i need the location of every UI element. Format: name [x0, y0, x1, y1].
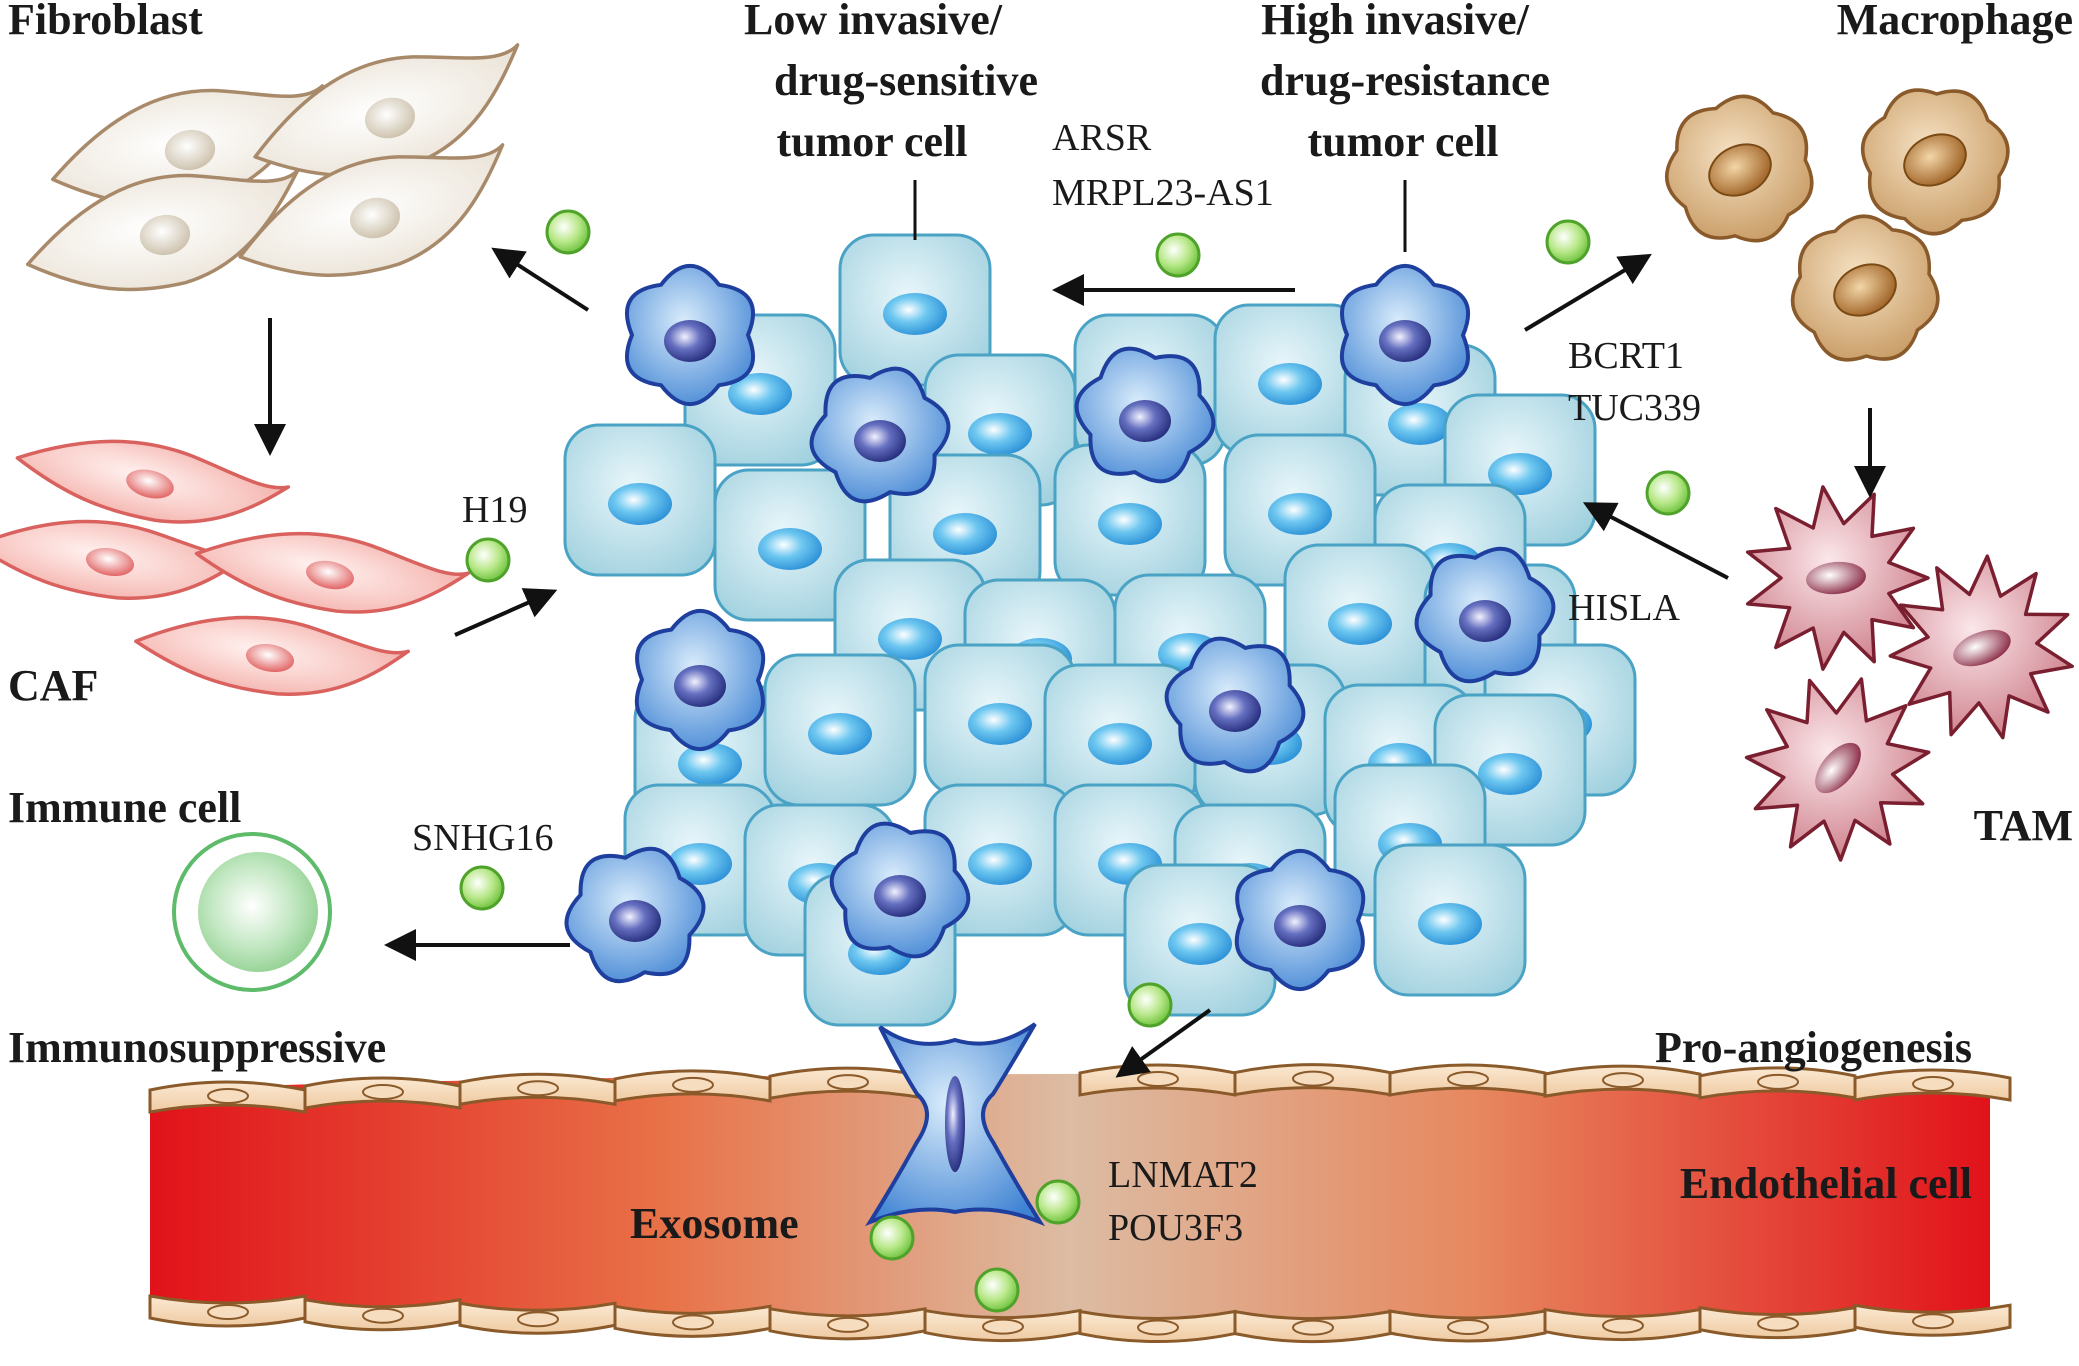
- pou3f3-label: POU3F3: [1108, 1207, 1243, 1249]
- endothelial-cell: [458, 1301, 617, 1335]
- caf-cell: [0, 519, 251, 600]
- tuc339-label: TUC339: [1568, 387, 1701, 429]
- endothelial-cell-label: Endothelial cell: [1680, 1159, 1972, 1208]
- exosome-particle: [1035, 1179, 1081, 1225]
- arrows: [254, 247, 1886, 1078]
- high-invasive-tumor-cell: [1234, 848, 1366, 992]
- exosome-particles: [459, 209, 1691, 1313]
- macrophage-cell: [1665, 94, 1814, 243]
- endothelial-cell: [1698, 1066, 1857, 1100]
- immune-cell-label: Immune cell: [8, 783, 241, 832]
- high-invasive-tumor-cell: [634, 608, 766, 752]
- macrophage-cell: [1861, 88, 2010, 236]
- low-invasive-line-3: tumor cell: [776, 117, 967, 166]
- endothelial-cell: [768, 1307, 927, 1341]
- macrophage-cells: [1665, 88, 2010, 362]
- immune-cell: [172, 832, 332, 992]
- exosome-particle: [1645, 470, 1691, 516]
- low-invasive-tumor-cell: [563, 423, 717, 577]
- pro-angiogenesis-label: Pro-angiogenesis: [1655, 1023, 1972, 1072]
- high-invasive-tumor-cell: [1414, 546, 1556, 684]
- low-invasive-line-2: drug-sensitive: [774, 56, 1038, 105]
- extravasating-tumor-cell: [865, 1022, 1045, 1227]
- lnmat2-label: LNMAT2: [1108, 1154, 1258, 1196]
- low-invasive-tumor-cell: [763, 653, 917, 807]
- mrpl23-as1-label: MRPL23-AS1: [1052, 172, 1274, 214]
- headings: Fibroblast CAF Immune cell Immunosuppres…: [8, 0, 2073, 1248]
- arrow-tumor-to-macrophage: [1523, 253, 1652, 332]
- tam-cell: [1888, 554, 2074, 740]
- arrow-tumor-to-vessel: [1115, 1008, 1212, 1078]
- exosome-particle: [459, 865, 505, 911]
- high-invasive-tumor-cell: [624, 263, 756, 407]
- snhg16-label: SNHG16: [412, 817, 553, 859]
- low-invasive-tumor-cell: [1373, 843, 1527, 997]
- endothelial-cell: [1853, 1303, 2012, 1337]
- high-invasive-tumor-cell: [829, 821, 971, 959]
- fibroblast-cells: [26, 43, 520, 292]
- tam-cells: [1744, 485, 2074, 862]
- caf-cell: [194, 531, 471, 614]
- low-invasive-tumor-cell: [1213, 303, 1367, 457]
- macrophage-cell: [1790, 214, 1940, 362]
- fibroblast-cell: [238, 143, 505, 278]
- exosome-particle: [545, 209, 591, 255]
- endothelial-cell: [303, 1297, 462, 1332]
- caf-cells: [0, 439, 471, 696]
- high-invasive-tumor-cell: [809, 366, 951, 504]
- exosome-particle: [465, 537, 511, 583]
- high-invasive-tumor-cell: [1164, 636, 1306, 774]
- low-invasive-tumor-cell: [713, 468, 867, 622]
- high-invasive-line-1: High invasive/: [1261, 0, 1529, 44]
- caf-cell: [15, 439, 291, 524]
- immunosuppressive-label: Immunosuppressive: [8, 1023, 386, 1072]
- endothelial-cell: [613, 1069, 772, 1103]
- high-invasive-tumor-cell: [1074, 346, 1216, 484]
- tumor-cell-cluster: [563, 233, 1637, 1027]
- high-invasive-line-2: drug-resistance: [1260, 56, 1550, 105]
- exosome-particle: [1545, 219, 1591, 265]
- exosome-particle: [1127, 982, 1173, 1028]
- high-invasive-tumor-cell: [564, 846, 706, 984]
- fibroblast-cell: [26, 169, 300, 292]
- exosome-particle: [974, 1267, 1020, 1313]
- endothelial-cell: [458, 1072, 617, 1107]
- fibroblast-label: Fibroblast: [8, 0, 203, 44]
- exosome-particle: [869, 1215, 915, 1261]
- arrow-tumor-to-fibroblast: [491, 247, 590, 312]
- exosome-label: Exosome: [630, 1199, 799, 1248]
- high-invasive-tumor-cell: [1339, 263, 1471, 407]
- tam-label: TAM: [1974, 801, 2073, 850]
- endothelial-cell: [1388, 1309, 1547, 1343]
- arsr-label: ARSR: [1052, 117, 1152, 159]
- endothelial-cell: [148, 1080, 307, 1114]
- caf-label: CAF: [8, 661, 98, 710]
- macrophage-label: Macrophage: [1837, 0, 2073, 44]
- endothelial-cell: [613, 1304, 772, 1338]
- endothelial-layer-bottom: [148, 1294, 2012, 1344]
- low-invasive-tumor-cell: [1283, 543, 1437, 697]
- arrow-caf-to-tumor: [454, 588, 558, 637]
- arrow-tam-to-tumor: [1582, 502, 1729, 580]
- tam-cell: [1745, 485, 1930, 671]
- endothelial-cell: [303, 1076, 462, 1110]
- hisla-label: HISLA: [1568, 587, 1680, 629]
- exosome-particle: [1155, 232, 1201, 278]
- tam-cell: [1744, 677, 1931, 862]
- endothelial-cell: [1853, 1068, 2012, 1102]
- h19-label: H19: [462, 489, 527, 531]
- bcrt1-label: BCRT1: [1568, 335, 1684, 377]
- low-invasive-line-1: Low invasive/: [744, 0, 1003, 44]
- caf-cell: [134, 615, 411, 696]
- high-invasive-line-3: tumor cell: [1307, 117, 1498, 166]
- endothelial-cell: [148, 1294, 307, 1328]
- lncrna-labels: ARSR MRPL23-AS1 BCRT1 TUC339 H19 HISLA S…: [412, 117, 1701, 1249]
